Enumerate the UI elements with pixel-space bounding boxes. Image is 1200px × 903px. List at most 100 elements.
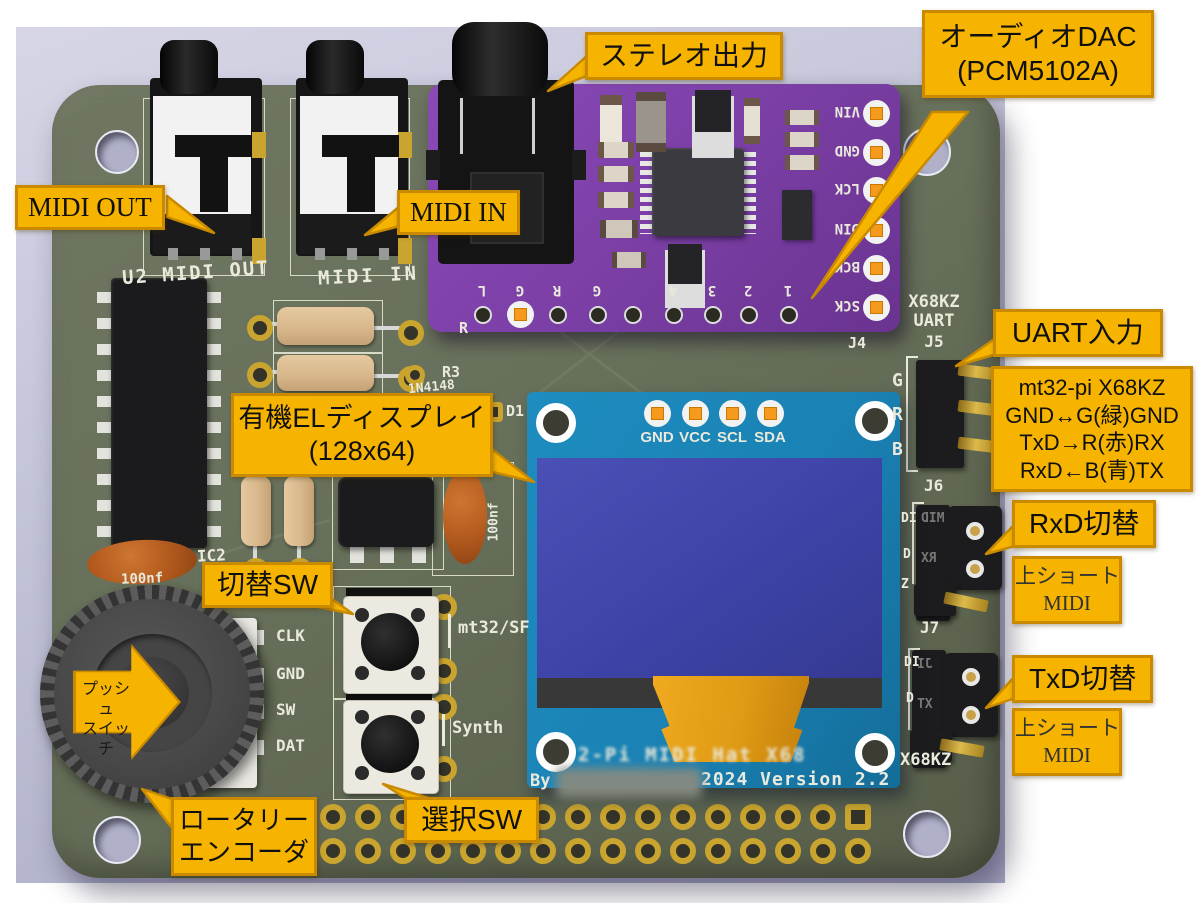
gpio-pad [845,838,871,864]
dac-bottom-pad [507,301,534,328]
pad [398,320,424,346]
rxd-note-line2: MIDI [1043,591,1091,615]
dac-pin [863,294,890,321]
oled-hole [536,732,576,772]
midi-in-pin [347,248,357,260]
gpio-pad [635,838,661,864]
oled-pin-pad [689,407,702,420]
rxd-note-line1: 上ショート [1015,565,1120,588]
midi-out-jack-barrel [160,40,218,94]
oled-pin-pad [764,407,777,420]
callout-uart-input: UART入力 [993,309,1163,358]
dac-pin-pad [870,301,883,314]
oled-pin-pad [651,407,664,420]
smd-component [612,252,646,268]
resistor-lead [253,542,257,570]
smd-component [600,220,638,238]
dip-pin-left [97,474,113,485]
callout-oled-display: 有機ELディスプレイ (128x64) [231,393,493,477]
dip-pin-left [97,318,113,329]
smd-component [785,155,819,170]
dip-pin-left [97,370,113,381]
gpio-pad [810,838,836,864]
gpio-pad [600,838,626,864]
silk-j6: J6 [924,476,944,495]
push-switch-line1: プッシュ [81,681,130,718]
midi-out-pad [252,132,266,158]
gpio-pad [740,804,766,830]
resistor-lead [297,542,301,570]
dac-chip-pins-right [744,152,756,234]
push-switch-line2: スイッチ [81,721,130,758]
smd-sot23 [695,90,731,132]
j6-jumper-hole [966,522,984,540]
pad [405,365,425,385]
regulator-leg [412,545,426,563]
rotary-callout-line2: エンコーダ [178,836,309,867]
oled-pin [719,400,746,427]
sw-corner-dot [411,608,425,622]
dac-pin [863,139,890,166]
oled-pin-label: GND [640,429,674,446]
rotary-callout-line1: ロータリー [178,805,309,835]
gpio-pad [565,804,591,830]
silk-j6-bracket [912,502,924,584]
midi-in-jack-barrel [306,40,364,94]
gpio-pad [320,838,346,864]
dip-pin-right [205,422,221,433]
dip-pin-left [97,500,113,511]
oled-callout-line1: 有機ELディスプレイ [238,403,486,433]
dac-bottom-hole [474,306,492,324]
silk-j5: J5 [924,332,944,351]
resistor-vertical [241,476,271,546]
silk-byline: By [530,771,551,791]
midi-in-pad [398,238,412,264]
regulator [338,477,434,547]
callout-rxd-switch: RxD切替 [1012,500,1157,549]
uart-note-line1: mt32-pi X68KZ [1018,375,1166,400]
gpio-pad [705,804,731,830]
dip-ic [111,278,207,548]
smd-component [785,110,819,125]
encoder-pin-label: SW [276,700,296,719]
uart-pin-label: G [892,370,903,391]
smd-sot23 [668,244,702,284]
mounting-hole-bottom-right [903,810,951,858]
gpio-pad [600,804,626,830]
callout-audio-dac-line2: (PCM5102A) [957,55,1119,87]
silk-j5-bracket [906,356,918,472]
silk-version: 2024 Version 2.2 [701,769,891,790]
oled-hole [536,403,576,443]
select-switch-button [361,715,419,773]
oled-callout-line2: (128x64) [308,435,416,466]
oled-flex-cable [652,676,810,762]
resistor [277,355,374,391]
sw-corner-dot [355,710,369,724]
txd-note-line2: MIDI [1043,743,1091,767]
oled-pin-label: SCL [717,429,747,446]
dac-chip-pins-left [640,152,652,234]
stereo-jack-barrel [452,22,548,96]
callout-stereo-output: ステレオ出力 [585,32,784,81]
j5-header [916,360,964,468]
uart-note-line4: RxD←B(青)TX [1019,457,1165,483]
silk-d1: D1 [506,402,525,420]
gpio-pad [705,838,731,864]
dac-pin-pad [870,107,883,120]
dac-bottom-hole [589,306,607,324]
dip-pin-right [205,526,221,537]
j7-jumper-hole [962,706,980,724]
dip-pin-left [97,526,113,537]
oled-pin-label: VCC [679,429,711,446]
callout-txd-switch: TxD切替 [1012,655,1154,704]
dip-pin-left [97,422,113,433]
midi-out-pin [232,248,242,260]
sw-corner-dot [355,666,369,680]
oled-pin-pad [726,407,739,420]
midi-out-jack-base [153,214,251,254]
silk-j7-bracket [908,648,920,730]
smd-component [636,92,666,152]
capacitor-100nf [443,468,487,564]
encoder-pin-label: GND [276,664,305,683]
callout-rxd-note: 上ショート MIDI [1012,556,1122,624]
